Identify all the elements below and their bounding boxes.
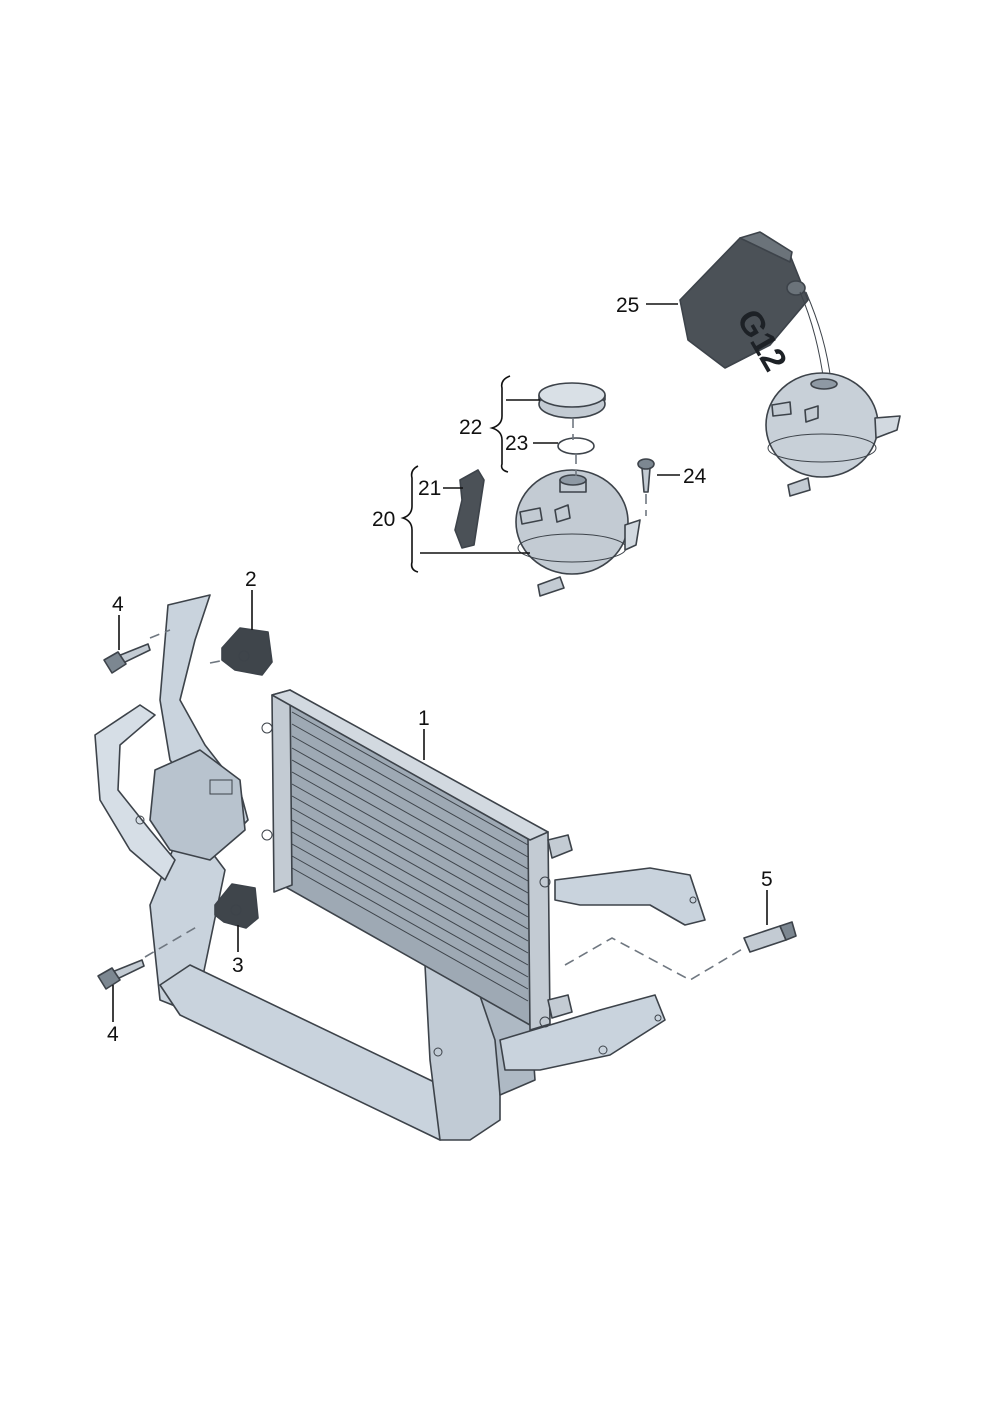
callout-23: 23 bbox=[505, 432, 528, 455]
fixing-screw bbox=[637, 458, 655, 493]
callout-1: 1 bbox=[418, 707, 430, 730]
callout-4-top: 4 bbox=[112, 593, 124, 616]
mounting-bracket-upper bbox=[221, 627, 273, 676]
bolt-upper bbox=[103, 643, 151, 674]
assembly-lines bbox=[144, 418, 745, 981]
leader-lines bbox=[112, 303, 768, 1022]
expansion-tank bbox=[515, 469, 641, 597]
callout-24: 24 bbox=[683, 465, 707, 488]
callout-4-bottom: 4 bbox=[107, 1023, 119, 1046]
callout-20: 20 bbox=[372, 508, 395, 531]
callouts: 1 2 3 4 4 5 20 21 22 23 24 25 bbox=[107, 294, 773, 1046]
callout-2: 2 bbox=[245, 568, 257, 591]
filler-cap bbox=[538, 382, 606, 419]
callout-21: 21 bbox=[418, 477, 441, 500]
callout-22: 22 bbox=[459, 416, 482, 439]
mounting-bracket-lower bbox=[214, 883, 259, 929]
coolant-canister: G12 bbox=[679, 231, 809, 378]
radiator bbox=[261, 689, 573, 1031]
callout-3: 3 bbox=[232, 954, 244, 977]
sealing-ring bbox=[557, 437, 595, 455]
temperature-switch bbox=[743, 921, 797, 953]
callout-25: 25 bbox=[616, 294, 639, 317]
coolant-tank-filled bbox=[765, 372, 901, 497]
holding-strap bbox=[454, 469, 485, 549]
bolt-lower bbox=[97, 959, 145, 990]
callout-5: 5 bbox=[761, 868, 773, 891]
